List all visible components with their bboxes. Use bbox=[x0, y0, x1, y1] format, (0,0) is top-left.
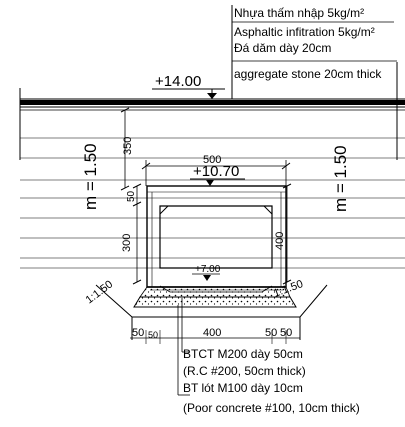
footing-slope-left-text: 1:1.50 bbox=[84, 278, 116, 306]
extent-lines bbox=[19, 5, 398, 160]
dim-fill-height-text: 350 bbox=[122, 137, 134, 155]
slope-left: m = 1.50 bbox=[81, 143, 100, 210]
road-note-4: aggregate stone 20cm thick bbox=[234, 67, 382, 81]
dim-wall-left-text: 300 bbox=[121, 234, 133, 252]
base-notes: BTCT M200 dày 50cm (R.C #200, 50cm thick… bbox=[183, 347, 360, 415]
road-note-1: Nhựa thấm nhập 5kg/m² bbox=[234, 6, 364, 20]
slope-left-text: m = 1.50 bbox=[81, 143, 100, 210]
dim-bottom-width-text: 400 bbox=[203, 327, 221, 339]
dim-top-width: 500 bbox=[141, 154, 291, 186]
base-note-1: BTCT M200 dày 50cm bbox=[183, 347, 303, 361]
dim-bottom-chain: 50 50 400 50 50 bbox=[130, 327, 300, 344]
level-marker-bottom: +7.00 bbox=[192, 264, 221, 281]
base-note-4: (Poor concrete #100, 10cm thick) bbox=[183, 401, 360, 415]
level-marker-top: +10.70 bbox=[190, 163, 245, 186]
road-notes: Nhựa thấm nhập 5kg/m² Asphaltic infitrat… bbox=[232, 6, 397, 81]
base-note-3: BT lót M100 dày 10cm bbox=[183, 381, 303, 395]
level-marker-road: +14.00 bbox=[152, 73, 225, 99]
road-note-3: Đá dăm dày 20cm bbox=[234, 41, 331, 55]
dim-fill-height: 350 bbox=[120, 107, 134, 191]
dim-edge-right-2-text: 50 bbox=[280, 327, 292, 339]
dim-edge-right-1-text: 50 bbox=[265, 327, 277, 339]
level-top-text: +10.70 bbox=[193, 163, 239, 180]
road-note-2: Asphaltic infitration 5kg/m² bbox=[234, 25, 375, 39]
level-bottom-text: +7.00 bbox=[195, 264, 221, 275]
dim-top-width-text: 500 bbox=[203, 154, 221, 166]
dim-wall-right-text: 400 bbox=[274, 232, 286, 250]
slope-right: m = 1.50 bbox=[331, 145, 350, 212]
slope-right-text: m = 1.50 bbox=[331, 145, 350, 212]
base-note-2: (R.C #200, 50cm thick) bbox=[183, 364, 306, 378]
footing bbox=[133, 285, 297, 308]
level-road-text: +14.00 bbox=[155, 73, 201, 90]
dim-top-slab-text: 50 bbox=[126, 190, 137, 202]
dim-right-chain: 400 bbox=[274, 183, 292, 285]
dim-left-chain: 50 300 bbox=[121, 183, 142, 285]
dim-edge-left-1-text: 50 bbox=[132, 327, 144, 339]
dim-edge-left-2-text: 50 bbox=[148, 330, 158, 340]
road-surface bbox=[20, 98, 405, 111]
base-leaders bbox=[177, 298, 190, 396]
